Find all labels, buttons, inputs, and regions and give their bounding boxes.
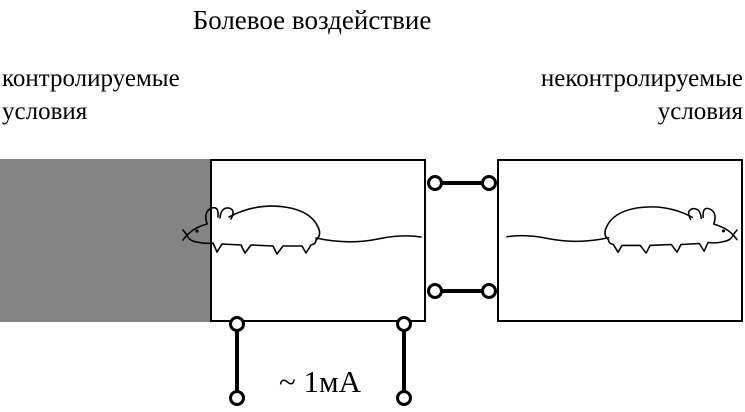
left-electrode-wire	[235, 324, 239, 394]
bottom-wire-left-terminal	[427, 283, 443, 299]
shaded-dark-compartment	[0, 159, 212, 322]
controlled-conditions-line2: условия	[2, 98, 88, 125]
controlled-chamber-box	[210, 159, 426, 322]
current-value-label: ~ 1мА	[278, 364, 362, 399]
rat-facing-left-drawing	[182, 205, 422, 255]
rat-facing-right-drawing	[506, 206, 738, 254]
left-electrode-bottom-terminal	[229, 390, 245, 406]
uncontrolled-conditions-line1: неконтролируемые	[540, 65, 743, 92]
uncontrolled-conditions-line2: условия	[657, 98, 743, 125]
top-connector-wire	[430, 181, 494, 185]
uncontrolled-chamber-box	[497, 159, 743, 322]
right-electrode-top-terminal	[396, 316, 412, 332]
left-electrode-top-terminal	[229, 316, 245, 332]
bottom-connector-wire	[430, 289, 494, 293]
top-wire-left-terminal	[427, 175, 443, 191]
controlled-conditions-line1: контролируемые	[2, 65, 180, 92]
top-wire-right-terminal	[481, 175, 497, 191]
controlled-conditions-label: контролируемые условия	[2, 62, 180, 128]
uncontrolled-conditions-label: неконтролируемые условия	[541, 62, 743, 128]
right-electrode-wire	[402, 324, 406, 394]
diagram-title: Болевое воздействие	[192, 5, 432, 35]
right-electrode-bottom-terminal	[396, 390, 412, 406]
bottom-wire-right-terminal	[481, 283, 497, 299]
